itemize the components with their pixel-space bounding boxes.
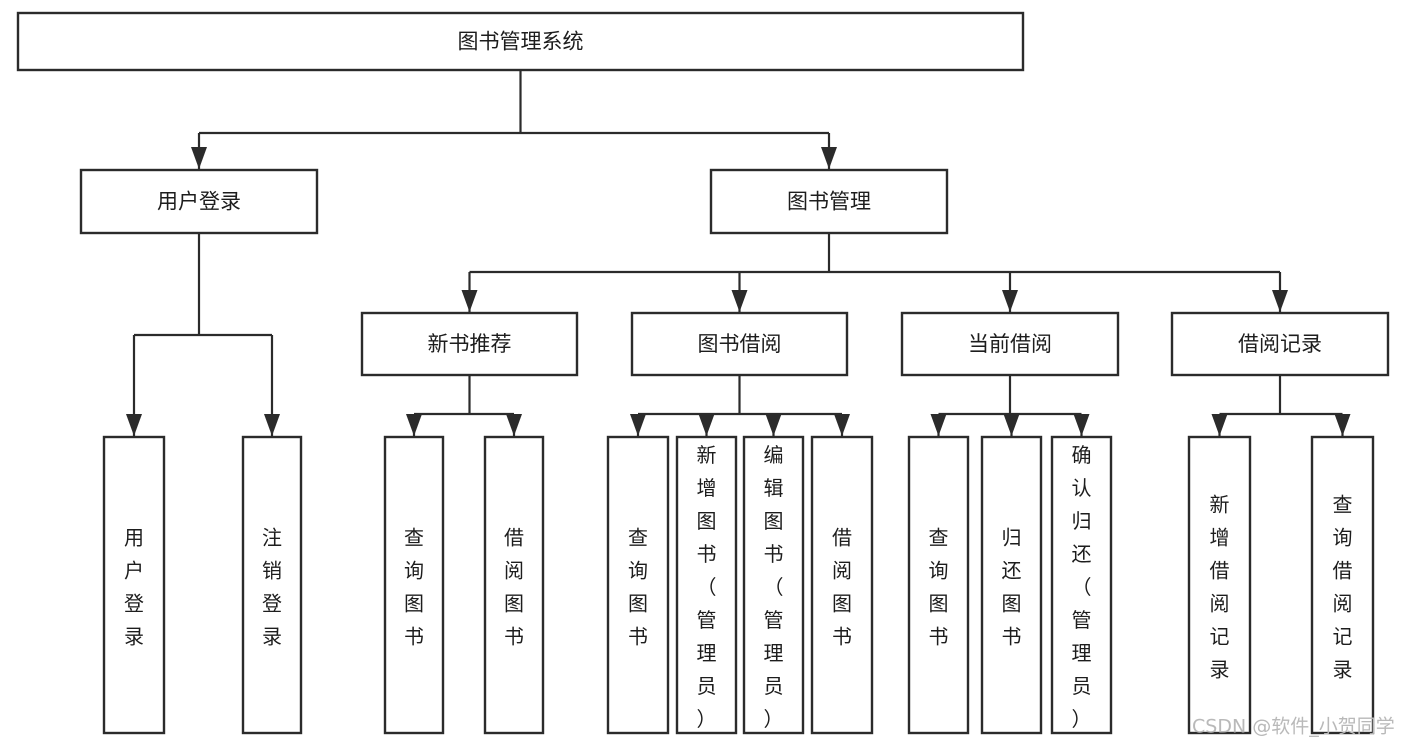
node-book-borrow[interactable]: 图书借阅 xyxy=(630,311,849,377)
arrow-head-icon-leaf-query-book-2 xyxy=(630,414,646,436)
node-leaf-user-login[interactable]: 用户登录 xyxy=(102,435,166,735)
arrow-head-icon-leaf-borrow-book-2 xyxy=(834,414,850,436)
node-current-borrow[interactable]: 当前借阅 xyxy=(900,311,1120,377)
node-leaf-query-borrow-record[interactable]: 查询借阅记录 xyxy=(1310,435,1375,735)
node-box-leaf-add-book-admin[interactable] xyxy=(675,435,738,735)
node-label-book-manage: 图书管理 xyxy=(787,190,871,214)
connector-lines-group xyxy=(126,70,1351,436)
node-box-root[interactable] xyxy=(16,11,1025,72)
node-label-leaf-query-borrow-record: 查询借阅记录 xyxy=(1333,493,1353,682)
node-leaf-query-book-1[interactable]: 查询图书 xyxy=(383,435,445,735)
arrow-head-icon-current-borrow xyxy=(1002,290,1018,312)
arrow-head-icon-leaf-confirm-return-admin xyxy=(1073,414,1090,436)
node-label-leaf-user-login: 用户登录 xyxy=(124,526,144,649)
node-label-leaf-borrow-book-1: 借阅图书 xyxy=(504,526,524,649)
node-box-user-login[interactable] xyxy=(79,168,319,235)
arrow-head-icon-book-manage xyxy=(821,147,837,169)
arrow-head-icon-leaf-query-book-3 xyxy=(930,414,947,436)
node-label-user-login: 用户登录 xyxy=(157,190,241,214)
node-label-root: 图书管理系统 xyxy=(458,30,584,54)
node-box-leaf-query-book-2[interactable] xyxy=(606,435,670,735)
csdn-watermark: CSDN @软件_小贺同学 xyxy=(1192,716,1395,738)
node-label-leaf-query-book-2: 查询图书 xyxy=(628,526,648,649)
node-label-leaf-add-borrow-record: 新增借阅记录 xyxy=(1210,493,1230,682)
node-box-leaf-user-login[interactable] xyxy=(102,435,166,735)
node-root[interactable]: 图书管理系统 xyxy=(16,11,1025,72)
node-label-leaf-user-logout: 注销登录 xyxy=(262,526,282,649)
node-label-leaf-confirm-return-admin: 确认归还（管理员） xyxy=(1072,443,1092,731)
node-label-current-borrow: 当前借阅 xyxy=(968,332,1052,356)
node-label-leaf-edit-book-admin: 编辑图书（管理员） xyxy=(764,443,784,731)
arrow-head-icon-borrow-record xyxy=(1272,290,1288,312)
node-box-book-borrow[interactable] xyxy=(630,311,849,377)
arrow-head-icon-leaf-borrow-book-1 xyxy=(506,414,522,436)
node-box-leaf-query-book-3[interactable] xyxy=(907,435,970,735)
node-leaf-add-borrow-record[interactable]: 新增借阅记录 xyxy=(1187,435,1252,735)
node-box-leaf-user-logout[interactable] xyxy=(241,435,303,735)
node-leaf-borrow-book-1[interactable]: 借阅图书 xyxy=(483,435,545,735)
node-label-new-book-recommend: 新书推荐 xyxy=(428,332,512,356)
node-label-leaf-query-book-1: 查询图书 xyxy=(404,526,424,649)
node-box-leaf-borrow-book-1[interactable] xyxy=(483,435,545,735)
node-boxes-group: 图书管理系统用户登录图书管理新书推荐图书借阅当前借阅借阅记录用户登录注销登录查询… xyxy=(16,11,1390,735)
node-borrow-record[interactable]: 借阅记录 xyxy=(1170,311,1390,377)
arrow-head-icon-new-book-recommend xyxy=(461,290,478,312)
node-box-leaf-confirm-return-admin[interactable] xyxy=(1050,435,1113,735)
arrow-head-icon-leaf-add-book-admin xyxy=(698,414,715,436)
node-label-borrow-record: 借阅记录 xyxy=(1238,332,1322,356)
node-user-login[interactable]: 用户登录 xyxy=(79,168,319,235)
node-label-book-borrow: 图书借阅 xyxy=(698,332,782,356)
node-leaf-user-logout[interactable]: 注销登录 xyxy=(241,435,303,735)
node-leaf-query-book-3[interactable]: 查询图书 xyxy=(907,435,970,735)
node-box-new-book-recommend[interactable] xyxy=(360,311,579,377)
node-label-leaf-borrow-book-2: 借阅图书 xyxy=(832,526,852,649)
node-leaf-confirm-return-admin[interactable]: 确认归还（管理员） xyxy=(1050,435,1113,735)
node-box-leaf-add-borrow-record[interactable] xyxy=(1187,435,1252,735)
node-box-leaf-return-book[interactable] xyxy=(980,435,1043,735)
node-box-book-manage[interactable] xyxy=(709,168,949,235)
node-box-leaf-query-borrow-record[interactable] xyxy=(1310,435,1375,735)
arrow-head-icon-leaf-user-logout xyxy=(264,414,280,436)
node-box-leaf-borrow-book-2[interactable] xyxy=(810,435,874,735)
node-new-book-recommend[interactable]: 新书推荐 xyxy=(360,311,579,377)
arrow-head-icon-leaf-edit-book-admin xyxy=(765,414,782,436)
arrow-head-icon-leaf-add-borrow-record xyxy=(1211,414,1228,436)
node-box-current-borrow[interactable] xyxy=(900,311,1120,377)
node-box-leaf-edit-book-admin[interactable] xyxy=(742,435,805,735)
node-leaf-edit-book-admin[interactable]: 编辑图书（管理员） xyxy=(742,435,805,735)
node-leaf-return-book[interactable]: 归还图书 xyxy=(980,435,1043,735)
node-leaf-add-book-admin[interactable]: 新增图书（管理员） xyxy=(675,435,738,735)
arrow-head-icon-book-borrow xyxy=(731,290,748,312)
arrow-head-icon-leaf-query-book-1 xyxy=(406,414,422,436)
node-label-leaf-query-book-3: 查询图书 xyxy=(929,526,949,649)
node-book-manage[interactable]: 图书管理 xyxy=(709,168,949,235)
node-box-borrow-record[interactable] xyxy=(1170,311,1390,377)
node-box-leaf-query-book-1[interactable] xyxy=(383,435,445,735)
arrow-head-icon-leaf-user-login xyxy=(126,414,142,436)
arrow-head-icon-leaf-return-book xyxy=(1003,414,1020,436)
node-leaf-query-book-2[interactable]: 查询图书 xyxy=(606,435,670,735)
node-label-leaf-return-book: 归还图书 xyxy=(1002,526,1022,649)
arrow-head-icon-user-login xyxy=(191,147,207,169)
node-label-leaf-add-book-admin: 新增图书（管理员） xyxy=(697,443,717,731)
node-leaf-borrow-book-2[interactable]: 借阅图书 xyxy=(810,435,874,735)
arrow-head-icon-leaf-query-borrow-record xyxy=(1334,414,1351,436)
